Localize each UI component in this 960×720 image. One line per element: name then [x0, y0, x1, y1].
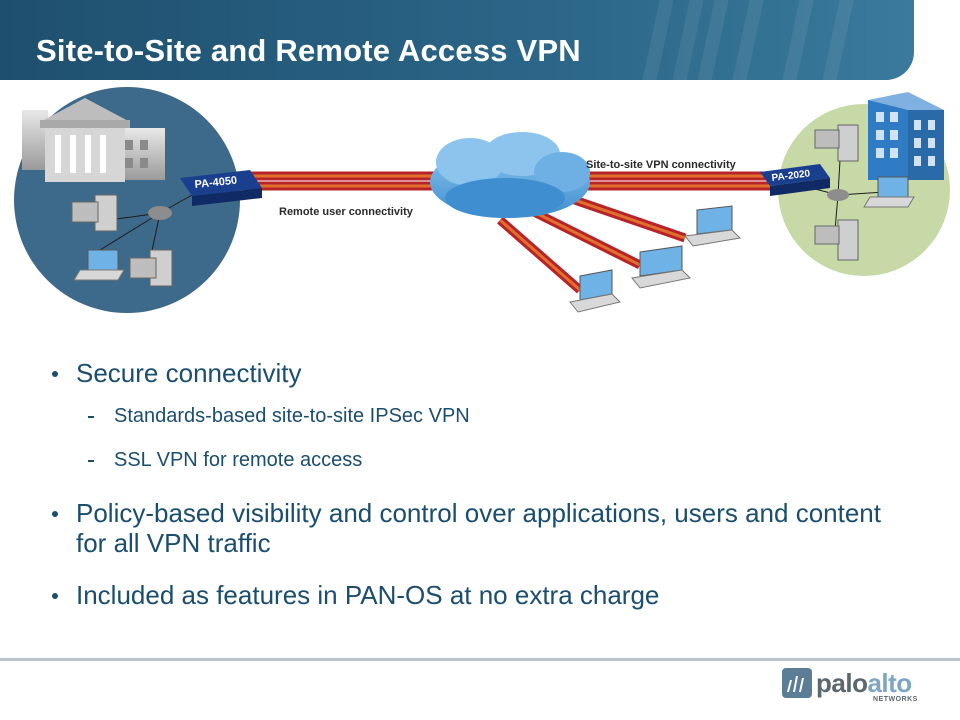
remote-user-label: Remote user connectivity [279, 206, 413, 218]
right-firewall-label: PA-2020 [771, 168, 811, 184]
branch-building-icon [868, 92, 944, 180]
bullet-item: Included as features in PAN-OS at no ext… [52, 580, 912, 610]
paloalto-logo-icon [782, 668, 812, 698]
left-laptop-icon [73, 249, 125, 281]
bullet-item: Secure connectivity [52, 358, 912, 388]
paloalto-logo-sub: NETWORKS [873, 696, 918, 703]
paloalto-logo-text: paloalto [816, 668, 912, 698]
bullet-item: Policy-based visibility and control over… [52, 498, 912, 558]
remote-laptop-icon [684, 205, 742, 247]
right-firewall-icon: PA-2020 [760, 164, 830, 196]
left-firewall-label: PA-4050 [194, 175, 238, 191]
left-firewall-icon: PA-4050 [180, 170, 262, 206]
bullet-list: Secure connectivity Standards-based site… [52, 358, 912, 626]
left-router-icon [148, 206, 172, 220]
remote-laptop-icon [631, 245, 692, 289]
left-server-icon [71, 194, 173, 287]
right-router-icon [827, 189, 849, 201]
remote-user-tunnels [497, 190, 687, 294]
slide-title: Site-to-Site and Remote Access VPN [36, 33, 581, 68]
right-server-icon [814, 124, 859, 261]
sub-bullet-item: SSL VPN for remote access [52, 448, 912, 472]
internet-cloud [430, 132, 590, 218]
footer-divider [0, 658, 960, 661]
title-bar [0, 0, 914, 80]
hq-building-icon [22, 98, 165, 182]
site-to-site-label: Site-to-site VPN connectivity [586, 159, 736, 171]
sub-bullet-item: Standards-based site-to-site IPSec VPN [52, 404, 912, 428]
vpn-diagram: PA-4050 PA-2020 [14, 87, 950, 313]
right-laptop-icon [863, 176, 915, 208]
remote-laptop-icon [569, 269, 621, 313]
